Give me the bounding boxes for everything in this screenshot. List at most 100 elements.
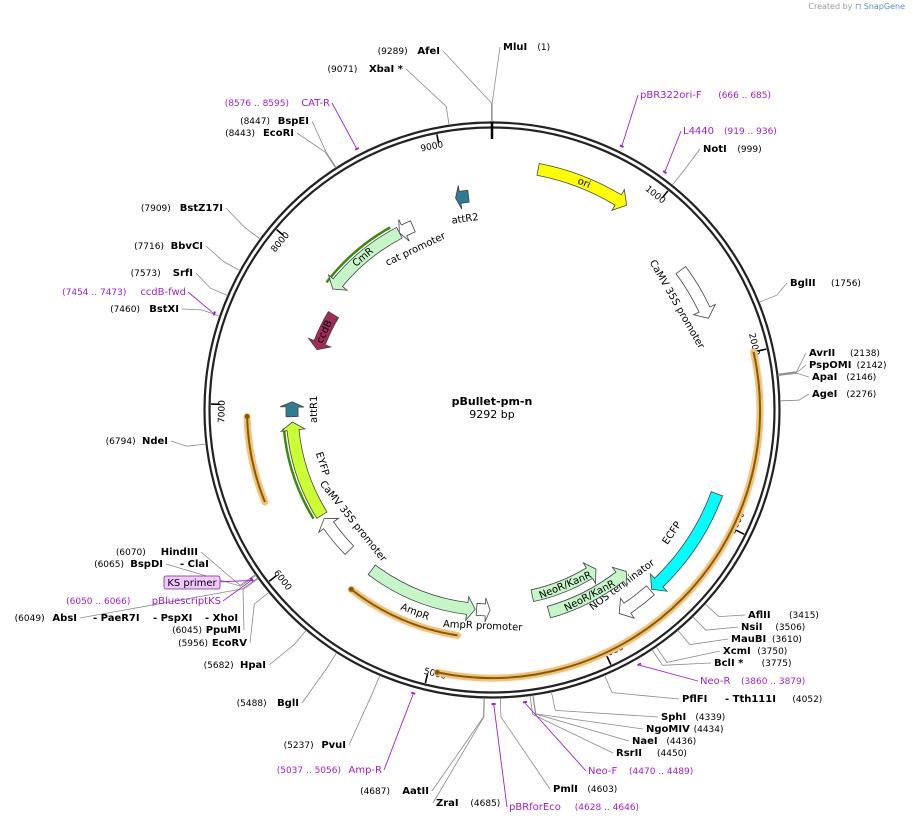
feature-arrow[interactable] [307, 310, 340, 351]
site-name: XbaI * [369, 64, 404, 75]
site-ecori[interactable]: EcoRI(8443) [225, 128, 336, 169]
site-noti[interactable]: NotI(999) [671, 144, 762, 186]
site-name: AatII [402, 786, 429, 797]
primer-ks-primer[interactable]: KS primer [163, 575, 254, 590]
feature-attr1[interactable]: attR1 [279, 396, 320, 423]
primer-pbr322ori-f[interactable]: pBR322ori-F(666 .. 685) [619, 90, 771, 148]
site-pspomi[interactable]: PspOMI(2142) [777, 360, 887, 376]
site-pvui[interactable]: PvuI(5237) [284, 675, 381, 751]
site-mlui[interactable]: MluI(1) [491, 42, 550, 122]
site-afei[interactable]: AfeI(9289) [378, 46, 492, 122]
feature-cat-prom[interactable]: cat promoter [384, 219, 448, 269]
site-name: HpaI [240, 660, 266, 671]
primer-leader-line [331, 102, 357, 149]
feature-ccdb[interactable]: ccdB [307, 310, 340, 351]
feature-ori[interactable]: ori [536, 163, 628, 212]
site-ndei[interactable]: NdeI(6794) [106, 436, 207, 447]
site-bcli[interactable]: BclI *(3775) [651, 649, 792, 670]
primer-amp-r[interactable]: Amp-R(5037 .. 5056) [277, 691, 416, 776]
site-bspei[interactable]: BspEI(8447) [240, 116, 337, 168]
feature-arrow[interactable] [455, 185, 470, 210]
primer-name: Neo-R [700, 676, 731, 687]
site-sphi[interactable]: SphI(4339) [551, 691, 725, 723]
primer-name: L4440 [683, 126, 714, 137]
primer-name: Neo-F [588, 766, 618, 777]
site-name: NdeI [142, 436, 168, 447]
site-leader-line [532, 695, 630, 742]
feature-arrow[interactable] [317, 517, 355, 555]
primer-box[interactable] [163, 575, 221, 590]
primer-leader-line [639, 664, 699, 682]
site-xhoi[interactable]: - XhoI [205, 613, 238, 624]
primer-neo-r[interactable]: Neo-R(3860 .. 3879) [637, 662, 806, 687]
site-zrai[interactable]: ZraI(4685) [432, 697, 500, 809]
feature-eyfp[interactable]: EYFP [279, 421, 331, 520]
site-pspxi[interactable]: - PspXI [153, 613, 192, 624]
site-bstz17i[interactable]: BstZ17I(7909) [141, 203, 261, 240]
site-bbvci[interactable]: BbvCI(7716) [134, 241, 241, 271]
site-leader-line [529, 695, 614, 754]
site-nsii[interactable]: NsiI(3506) [692, 616, 806, 633]
primer-cat-r[interactable]: CAT-R(8576 .. 8595) [225, 98, 360, 151]
feature-arrow[interactable] [475, 597, 491, 623]
feature-camv35s-1[interactable]: CaMV 35S promoter [647, 258, 717, 352]
site-ppumi[interactable]: PpuMI(6045) [172, 578, 259, 637]
site-tth111i[interactable]: - Tth111I(4052) [725, 694, 822, 705]
site-bgli[interactable]: BglI(5488) [237, 652, 338, 709]
site-srfi[interactable]: SrfI(7573) [131, 268, 228, 296]
site-position: (999) [737, 145, 761, 155]
site-leader-line [79, 577, 259, 619]
feature-ampr-prom[interactable]: AmpR promoter [443, 597, 524, 634]
site-xcmi[interactable]: XcmI(3750) [655, 646, 787, 663]
site-position: (6049) [15, 614, 45, 624]
feature-arrow[interactable] [398, 219, 416, 242]
feature-camv35s-2[interactable]: CaMV 35S promoter [317, 479, 389, 565]
site-bglii[interactable]: BglII(1756) [758, 278, 861, 303]
site-absi[interactable]: AbsI(6049) [15, 577, 259, 624]
site-apai[interactable]: ApaI(2146) [777, 372, 876, 383]
site-pmli[interactable]: PmlI(4603) [500, 697, 617, 795]
site-position: (9289) [378, 47, 408, 57]
site-bstxi[interactable]: BstXI(7460) [110, 304, 220, 317]
plasmid-length: 9292 bp [469, 408, 514, 421]
primer-pbluescriptks[interactable]: pBluescriptKS(6050 .. 6066) [66, 577, 254, 607]
feature-ecfp[interactable]: ECFP [649, 491, 724, 592]
site-avrii[interactable]: AvrII(2138) [777, 348, 880, 375]
primer-neo-f[interactable]: Neo-F(4470 .. 4489) [522, 700, 693, 777]
site-paer7i[interactable]: - PaeR7I [93, 613, 140, 624]
site-xbai[interactable]: XbaI *(9071) [327, 64, 450, 126]
primer-bind-mark [212, 311, 216, 316]
site-hindiii[interactable]: HindIII(6070) [116, 547, 256, 586]
primer-l4440[interactable]: L4440(919 .. 936) [662, 126, 777, 175]
primer-ccdb-fwd[interactable]: ccdB-fwd(7454 .. 7473) [62, 287, 216, 316]
restriction-sites: MluI(1) NotI(999) BglII(1756) AvrII(2138)Ps… [15, 42, 887, 809]
feature-arrow[interactable] [618, 585, 655, 619]
highlight-arc-core [350, 588, 458, 637]
feature-arrow[interactable] [675, 265, 717, 319]
feature-attr2[interactable]: attR2 [451, 185, 480, 227]
site-leader-line [655, 646, 721, 663]
site-leader-line [348, 675, 381, 746]
site-hpai[interactable]: HpaI (5682) [204, 629, 307, 671]
site-agei[interactable]: AgeI(2276) [779, 389, 876, 402]
site-position: (5682) [204, 661, 234, 671]
feature-arrow[interactable] [649, 491, 724, 592]
primer-bind-mark [354, 147, 360, 151]
site-leader-line [651, 649, 712, 666]
site-name: - ClaI [180, 559, 209, 570]
feature-arrow[interactable] [279, 401, 305, 418]
site-aflii[interactable]: AflII(3415) [704, 603, 819, 621]
primer-pbrforeco[interactable]: pBRforEco(4628 .. 4646) [491, 703, 639, 813]
feature-arrow[interactable] [367, 564, 476, 622]
site-rsrii[interactable]: RsrII(4450) [529, 695, 687, 760]
feature-arrow[interactable] [536, 163, 628, 212]
site-clai[interactable]: - ClaI [180, 559, 209, 570]
site-name: BstZ17I [180, 203, 223, 214]
feature-arrow[interactable] [530, 561, 597, 603]
feature-arrow[interactable] [279, 421, 328, 519]
feature-arrow[interactable] [546, 566, 628, 619]
site-maubi[interactable]: MauBI(3610) [677, 629, 802, 646]
site-ecorv[interactable]: EcoRV(5956) [178, 591, 270, 649]
site-leader-line [225, 207, 261, 240]
site-pflfi[interactable]: PflFI [604, 674, 708, 705]
